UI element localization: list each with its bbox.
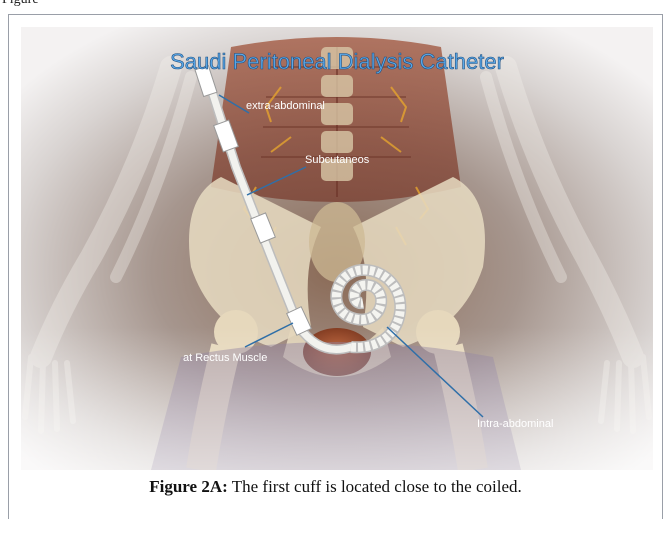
figure-title: Saudi Peritoneal Dialysis Catheter — [170, 49, 504, 74]
figure-frame: Saudi Peritoneal Dialysis Catheter extra… — [8, 14, 663, 519]
label-extra-abdominal: extra-abdominal — [246, 100, 325, 112]
clipped-heading: Figure — [2, 0, 39, 8]
anatomical-illustration: Saudi Peritoneal Dialysis Catheter extra… — [21, 27, 653, 470]
clipped-top-text: Figure — [0, 0, 669, 12]
caption-label: Figure 2A: — [149, 477, 228, 496]
label-intra-abdominal: Intra-abdominal — [477, 418, 553, 430]
label-subcutaneous: Subcutaneos — [305, 154, 370, 166]
label-rectus-muscle: at Rectus Muscle — [183, 352, 267, 364]
figure-caption: Figure 2A: The first cuff is located clo… — [9, 477, 662, 497]
caption-text: The first cuff is located close to the c… — [228, 477, 522, 496]
